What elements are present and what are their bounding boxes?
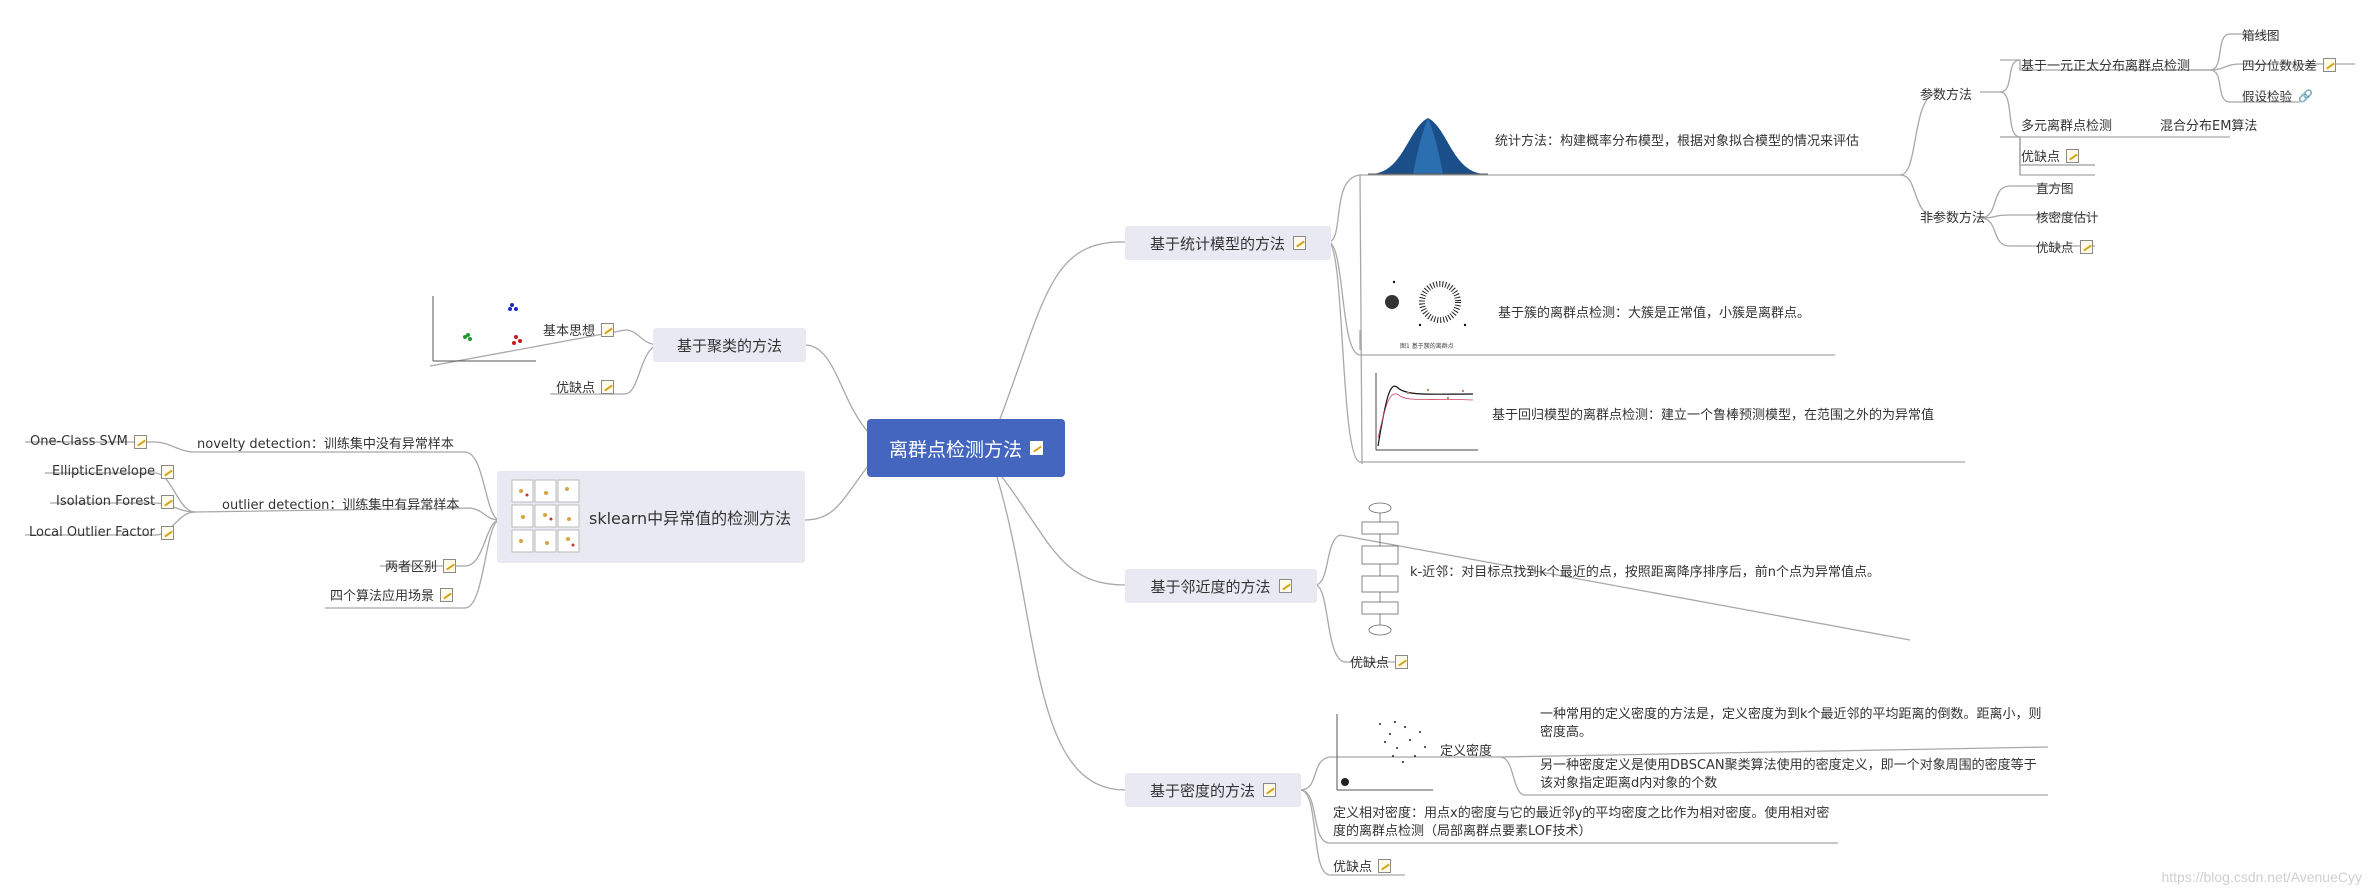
algo-elliptic-envelope[interactable]: EllipticEnvelope bbox=[52, 464, 175, 479]
boxplot-item[interactable]: 箱线图 bbox=[2242, 28, 2280, 43]
note-icon[interactable] bbox=[2066, 148, 2080, 163]
nonparam-method[interactable]: 非参数方法 bbox=[1920, 211, 1986, 226]
cluster-scatter-image bbox=[432, 296, 536, 362]
note-icon[interactable] bbox=[161, 494, 175, 509]
density-pros[interactable]: 优缺点 bbox=[1333, 856, 1392, 875]
scenarios-item[interactable]: 四个算法应用场景 bbox=[330, 585, 454, 604]
flowchart-image bbox=[1361, 502, 1399, 636]
note-icon[interactable] bbox=[161, 464, 175, 479]
cluster-pros[interactable]: 优缺点 bbox=[556, 377, 615, 396]
novelty-detection[interactable]: novelty detection：训练集中没有异常样本 bbox=[197, 437, 454, 452]
regression-detection: 基于回归模型的离群点检测：建立一个鲁棒预测模型，在范围之外的为异常值 bbox=[1492, 408, 1935, 423]
uni-detection[interactable]: 基于一元正太分布离群点检测 bbox=[2021, 59, 2191, 74]
note-icon[interactable] bbox=[601, 322, 615, 337]
branch-neighbor-label: 基于邻近度的方法 bbox=[1150, 577, 1271, 596]
note-icon[interactable] bbox=[1395, 654, 1409, 669]
branch-clustering-label: 基于聚类的方法 bbox=[676, 336, 782, 355]
density-scatter-image bbox=[1336, 714, 1433, 791]
cluster-image: 图1 基于簇的离群点 bbox=[1385, 280, 1467, 350]
note-icon[interactable] bbox=[1293, 236, 1306, 250]
define-density[interactable]: 定义密度 bbox=[1440, 744, 1493, 759]
algo-one-class-svm[interactable]: One-Class SVM bbox=[30, 434, 147, 449]
note-icon[interactable] bbox=[160, 525, 174, 540]
note-icon[interactable] bbox=[440, 587, 454, 602]
branch-stat-label: 基于统计模型的方法 bbox=[1149, 234, 1285, 253]
cluster-based-detection: 基于簇的离群点检测：大簇是正常值，小簇是离群点。 bbox=[1498, 306, 1811, 321]
root-node[interactable]: 离群点检测方法 bbox=[867, 419, 1065, 477]
note-icon[interactable] bbox=[443, 558, 457, 573]
branch-density[interactable]: 基于密度的方法 bbox=[1125, 773, 1301, 807]
param-method[interactable]: 参数方法 bbox=[1920, 88, 1973, 103]
watermark: https://blog.csdn.net/AvenueCyy bbox=[2161, 869, 2362, 885]
em-algorithm[interactable]: 混合分布EM算法 bbox=[2160, 119, 2258, 134]
outlier-detection[interactable]: outlier detection：训练集中有异常样本 bbox=[222, 498, 460, 513]
normal-distribution-image bbox=[1368, 118, 1488, 175]
algo-lof[interactable]: Local Outlier Factor bbox=[29, 525, 174, 540]
hypothesis-test-item[interactable]: 假设检验🔗 bbox=[2242, 88, 2313, 105]
note-icon[interactable] bbox=[133, 434, 147, 449]
relative-density: 定义相对密度：用点x的密度与它的最近邻y的平均密度之比作为相对密度。使用相对密度… bbox=[1333, 806, 1830, 839]
stat-concept: 统计方法：构建概率分布模型，根据对象拟合模型的情况来评估 bbox=[1495, 134, 1860, 149]
density-definition-1: 一种常用的定义密度的方法是，定义密度为到k个最近邻的平均距离的倒数。距离小，则密… bbox=[1540, 707, 2042, 740]
figure-caption: 图1 基于簇的离群点 bbox=[1400, 342, 1454, 350]
branch-density-label: 基于密度的方法 bbox=[1149, 781, 1255, 800]
algo-isolation-forest[interactable]: Isolation Forest bbox=[56, 494, 175, 509]
param-pros[interactable]: 优缺点 bbox=[2021, 146, 2080, 165]
regression-image bbox=[1375, 373, 1478, 451]
cluster-idea[interactable]: 基本思想 bbox=[543, 320, 615, 339]
note-icon[interactable] bbox=[1278, 579, 1292, 593]
difference-item[interactable]: 两者区别 bbox=[385, 556, 457, 575]
branch-neighbor[interactable]: 基于邻近度的方法 bbox=[1125, 569, 1317, 603]
note-icon[interactable] bbox=[1263, 783, 1276, 797]
iqr-item[interactable]: 四分位数极差 bbox=[2242, 55, 2337, 74]
branch-sklearn[interactable]: sklearn中异常值的检测方法 bbox=[497, 471, 805, 563]
note-icon[interactable] bbox=[601, 379, 615, 394]
note-icon[interactable] bbox=[1378, 858, 1392, 873]
note-icon[interactable] bbox=[2323, 57, 2337, 72]
density-definition-2: 另一种密度定义是使用DBSCAN聚类算法使用的密度定义，即一个对象周围的密度等于… bbox=[1540, 758, 2037, 791]
histogram-item[interactable]: 直方图 bbox=[2036, 181, 2074, 196]
note-icon[interactable] bbox=[1030, 441, 1043, 455]
sklearn-grid-image bbox=[511, 479, 580, 553]
branch-stat[interactable]: 基于统计模型的方法 bbox=[1125, 226, 1331, 260]
link-icon[interactable]: 🔗 bbox=[2298, 88, 2313, 103]
knn-detection: k-近邻：对目标点找到k个最近的点，按照距离降序排序后，前n个点为异常值点。 bbox=[1410, 565, 1880, 580]
branch-sklearn-label: sklearn中异常值的检测方法 bbox=[589, 509, 792, 528]
neighbor-pros[interactable]: 优缺点 bbox=[1350, 652, 1409, 671]
kde-item[interactable]: 核密度估计 bbox=[2036, 210, 2099, 225]
root-label: 离群点检测方法 bbox=[888, 438, 1022, 461]
note-icon[interactable] bbox=[2079, 239, 2093, 254]
branch-clustering[interactable]: 基于聚类的方法 bbox=[653, 328, 806, 362]
nonparam-pros[interactable]: 优缺点 bbox=[2036, 237, 2093, 256]
multi-detection[interactable]: 多元离群点检测 bbox=[2021, 119, 2113, 134]
